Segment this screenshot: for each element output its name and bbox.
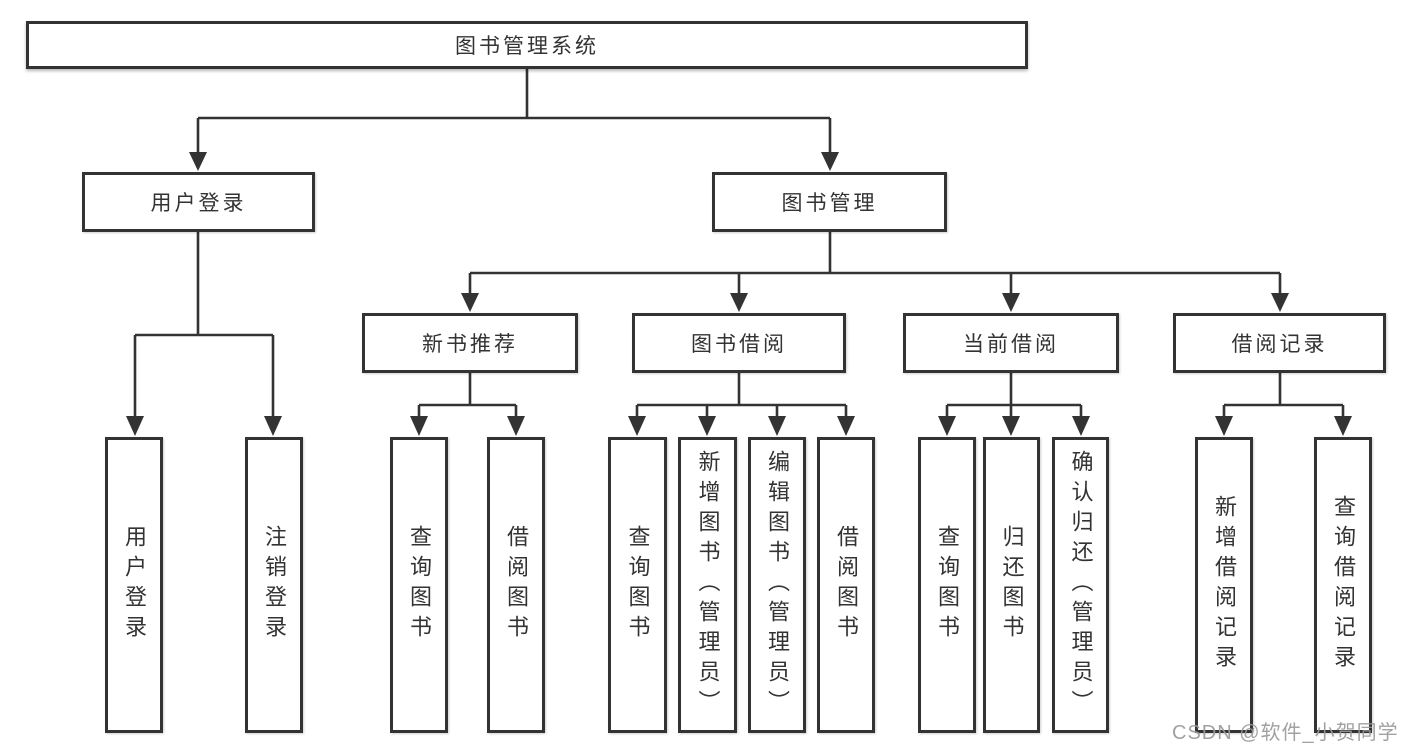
arrowhead [1271, 293, 1289, 312]
arrowhead [507, 416, 525, 436]
leaf-confirm-return-admin: 确认归还（管理员） [1052, 437, 1109, 733]
leaf-query-book-current: 查询图书 [918, 437, 976, 733]
leaf-user-login: 用户登录 [105, 437, 163, 733]
arrowhead [1215, 416, 1233, 436]
connector-borrow-records [1215, 373, 1352, 436]
node-new-book-recommend: 新书推荐 [362, 313, 578, 373]
connector-root [189, 69, 839, 171]
node-user-login: 用户登录 [82, 172, 315, 232]
arrowhead [698, 416, 716, 436]
watermark: CSDN @软件_小贺同学 [1172, 722, 1399, 744]
arrowhead [628, 416, 646, 436]
arrowhead [730, 293, 748, 312]
leaf-borrow-book: 借阅图书 [817, 437, 875, 733]
arrowhead [126, 416, 144, 436]
leaf-edit-book-admin: 编辑图书（管理员） [748, 437, 806, 733]
arrowhead [938, 416, 956, 436]
leaf-query-borrow-record: 查询借阅记录 [1314, 437, 1372, 733]
connector-book-management [461, 232, 1289, 312]
leaf-query-book-recommend: 查询图书 [390, 437, 448, 733]
connector-book-borrow [628, 373, 855, 436]
arrowhead [1072, 416, 1090, 436]
arrowhead [189, 152, 207, 171]
connector-user-login [126, 232, 282, 436]
connector-new-book-recommend [410, 373, 525, 436]
leaf-borrow-book-recommend: 借阅图书 [487, 437, 545, 733]
leaf-query-book-borrow: 查询图书 [608, 437, 667, 733]
arrowhead [1002, 293, 1020, 312]
arrowhead [410, 416, 428, 436]
node-borrow-records: 借阅记录 [1173, 313, 1386, 373]
node-current-borrow: 当前借阅 [903, 313, 1119, 373]
arrowhead [821, 152, 839, 171]
leaf-logout: 注销登录 [245, 437, 303, 733]
arrowhead [1334, 416, 1352, 436]
leaf-return-book: 归还图书 [983, 437, 1040, 733]
arrowhead [461, 293, 479, 312]
arrowhead [837, 416, 855, 436]
leaf-add-book-admin: 新增图书（管理员） [678, 437, 737, 733]
node-root: 图书管理系统 [26, 21, 1028, 69]
leaf-add-borrow-record: 新增借阅记录 [1195, 437, 1253, 733]
node-book-management: 图书管理 [712, 172, 947, 232]
connector-current-borrow [938, 373, 1090, 436]
arrowhead [768, 416, 786, 436]
node-book-borrow: 图书借阅 [632, 313, 846, 373]
arrowhead [264, 416, 282, 436]
arrowhead [1002, 416, 1020, 436]
